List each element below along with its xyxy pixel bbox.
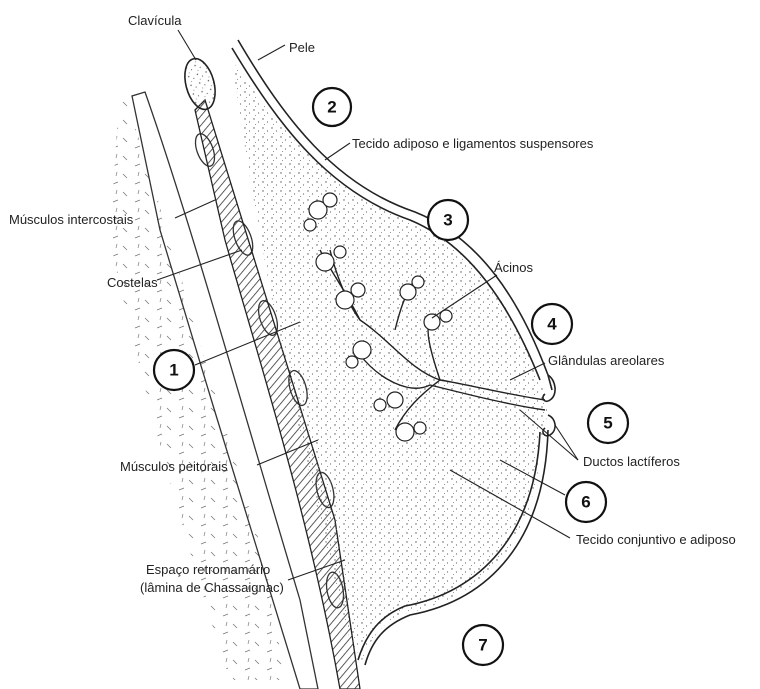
label-tecido-conjuntivo: Tecido conjuntivo e adiposo: [576, 532, 736, 547]
marker-7: 7: [463, 625, 503, 665]
label-musculos-peitorais: Músculos peitorais: [120, 459, 228, 474]
marker-1: 1: [154, 350, 194, 390]
label-lamina-chassaignac: (lâmina de Chassaignac): [140, 580, 284, 595]
marker-4: 4: [532, 304, 572, 344]
marker-6: 6: [566, 482, 606, 522]
marker-5: 5: [588, 403, 628, 443]
label-espaco-retromamario: Espaço retromamário: [146, 562, 270, 577]
svg-text:7: 7: [478, 636, 487, 655]
marker-3: 3: [428, 200, 468, 240]
label-tecido-adiposo: Tecido adiposo e ligamentos suspensores: [352, 136, 594, 151]
label-ductos-lactiferos: Ductos lactíferos: [583, 454, 680, 469]
svg-text:6: 6: [581, 493, 590, 512]
svg-text:5: 5: [603, 414, 612, 433]
label-acinos: Ácinos: [494, 260, 534, 275]
label-clavicula: Clavícula: [128, 13, 182, 28]
label-glandulas-areolares: Glândulas areolares: [548, 353, 665, 368]
svg-text:4: 4: [547, 315, 557, 334]
label-pele: Pele: [289, 40, 315, 55]
svg-text:3: 3: [443, 211, 452, 230]
marker-2: 2: [313, 88, 351, 126]
clavicle-bone: [180, 55, 221, 112]
svg-text:2: 2: [327, 98, 336, 117]
svg-text:1: 1: [169, 361, 178, 380]
label-musculos-intercostais: Músculos intercostais: [9, 212, 134, 227]
label-costelas: Costelas: [107, 275, 158, 290]
